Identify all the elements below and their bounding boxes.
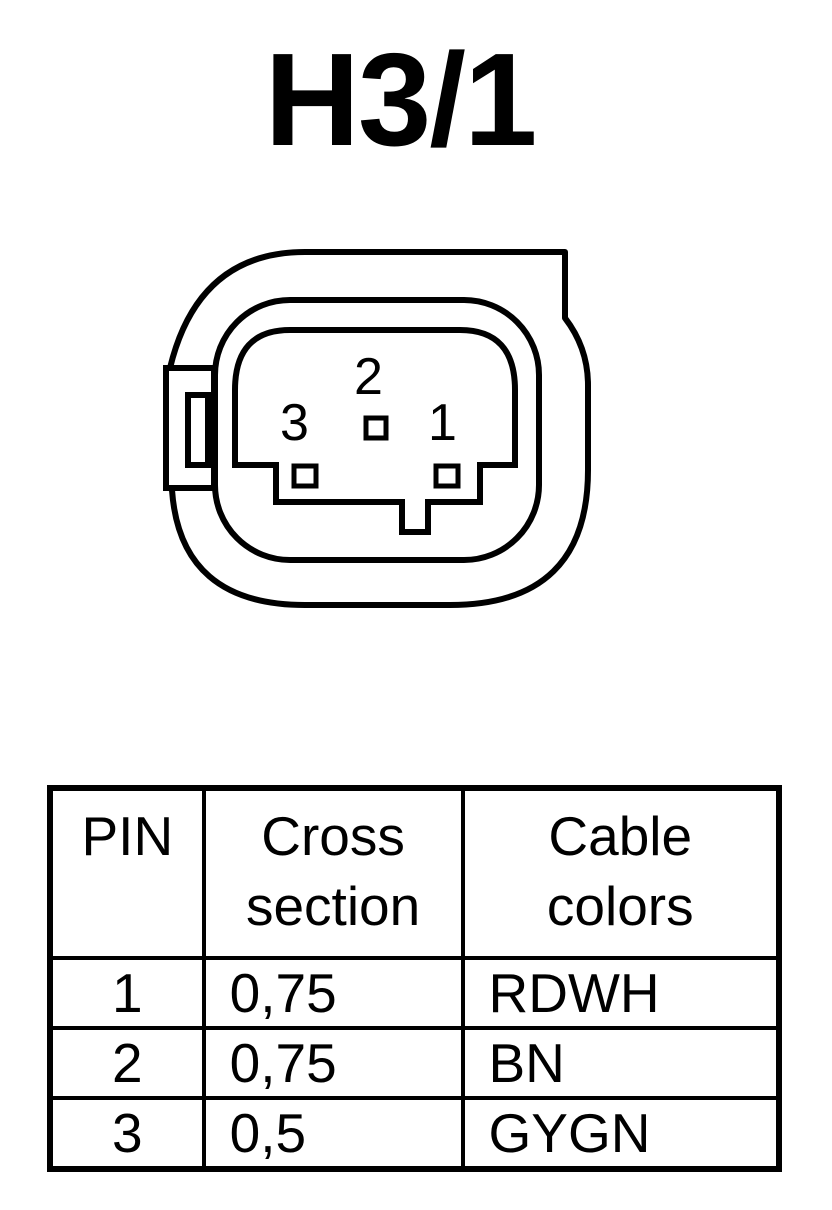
pin-label-2: 2 (354, 348, 383, 406)
cell-cable-color: BN (460, 1026, 781, 1100)
connector-keyed-cavity (232, 327, 518, 535)
table-row: 3 0,5 GYGN (48, 1096, 781, 1171)
cell-cross-section: 0,5 (201, 1096, 465, 1171)
header-cable-colors-line2: colors (546, 875, 694, 937)
cell-pin: 1 (48, 956, 206, 1030)
pin-assignment-table: PIN Cross section Cable colors 1 0,75 RD… (47, 785, 782, 1172)
pin-2-contact (363, 415, 389, 441)
table-row: 1 0,75 RDWH (48, 956, 781, 1030)
table-header-row: PIN Cross section Cable colors (48, 786, 781, 960)
connector-diagram: 3 2 1 (163, 249, 591, 608)
connector-housing-outer (167, 249, 591, 608)
cell-pin: 3 (48, 1096, 206, 1171)
header-pin: PIN (48, 786, 206, 960)
header-cross-section: Cross section (201, 786, 465, 960)
connector-cavity-ring (212, 297, 542, 563)
connector-title: H3/1 (264, 26, 538, 173)
header-cross-section-line1: Cross (261, 805, 405, 867)
header-pin-label: PIN (81, 805, 174, 867)
cell-cross-section: 0,75 (201, 956, 465, 1030)
pin-label-1: 1 (428, 394, 457, 452)
pin-label-3: 3 (280, 394, 309, 452)
pin-3-contact (291, 463, 319, 489)
cell-cross-section: 0,75 (201, 1026, 465, 1100)
cell-cable-color: GYGN (460, 1096, 781, 1171)
pin-1-contact (433, 463, 461, 489)
header-cross-section-line2: section (245, 875, 421, 937)
cell-pin: 2 (48, 1026, 206, 1100)
cell-cable-color: RDWH (460, 956, 781, 1030)
header-cable-colors-line1: Cable (548, 805, 693, 867)
connector-latch-inner (185, 392, 211, 468)
table-row: 2 0,75 BN (48, 1026, 781, 1100)
header-cable-colors: Cable colors (460, 786, 781, 960)
